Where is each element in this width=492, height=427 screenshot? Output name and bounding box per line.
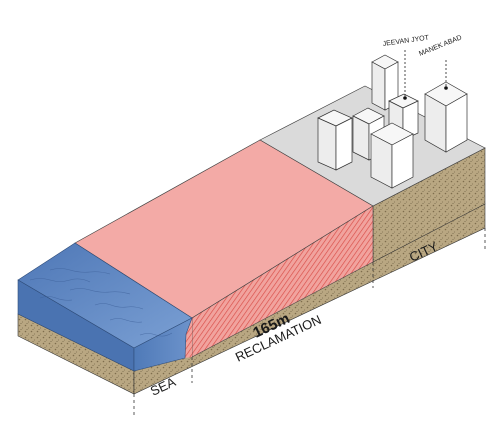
building-back-right	[388, 93, 419, 141]
building-mid	[352, 107, 385, 161]
reclamation-front	[185, 318, 192, 358]
zone-dividers	[133, 228, 486, 415]
building-front-left	[317, 109, 353, 171]
sea-waves	[29, 268, 173, 337]
building-manek-abad	[424, 81, 468, 153]
leader-dot-1	[403, 96, 407, 100]
label-jeevan-jyot: JEEVAN JYOT	[382, 34, 430, 48]
label-leaders	[404, 50, 447, 96]
city-buildings	[317, 54, 468, 189]
sea-right-face	[133, 317, 193, 372]
leader-dot-2	[444, 86, 448, 90]
building-front-center	[370, 122, 414, 189]
